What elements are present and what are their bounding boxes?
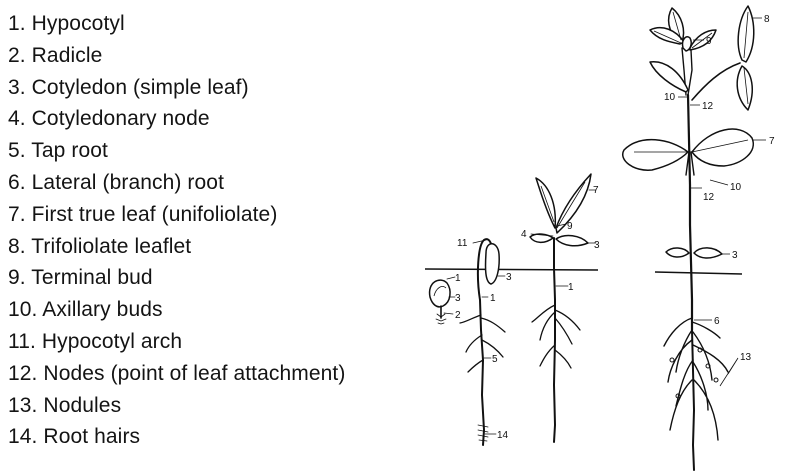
legend-item: 6. Lateral (branch) root <box>8 167 345 199</box>
callout-label: 10 <box>730 182 742 193</box>
callout-label: 12 <box>703 192 715 203</box>
callout-label: 3 <box>455 293 461 304</box>
callout-label: 3 <box>594 240 600 251</box>
legend-item: 10. Axillary buds <box>8 294 345 326</box>
callout-label: 7 <box>593 185 599 196</box>
callout-label: 7 <box>769 136 775 147</box>
young-seedling <box>530 174 596 442</box>
soil-line-right <box>655 272 742 274</box>
legend-item: 4. Cotyledonary node <box>8 103 345 135</box>
callout-label: 9 <box>567 221 573 232</box>
callout-label: 8 <box>764 14 770 25</box>
legend-item: 8. Trifoliolate leaflet <box>8 231 345 263</box>
callout-label: 3 <box>732 250 738 261</box>
legend-item: 13. Nodules <box>8 390 345 422</box>
soil-line-left <box>425 269 598 270</box>
callout-label: 3 <box>506 272 512 283</box>
callout-label: 9 <box>706 36 712 47</box>
callout-label: 1 <box>455 273 461 284</box>
legend-item: 11. Hypocotyl arch <box>8 326 345 358</box>
legend-item: 9. Terminal bud <box>8 262 345 294</box>
callout-label: 1 <box>568 282 574 293</box>
soybean-growth-illustration: 1 3 2 11 3 1 5 14 7 4 9 3 1 <box>418 0 793 472</box>
callout-label: 1 <box>490 293 496 304</box>
legend-item: 7. First true leaf (unifoliolate) <box>8 199 345 231</box>
callout-label: 12 <box>702 101 714 112</box>
callout-label: 6 <box>714 316 720 327</box>
callout-label: 13 <box>740 352 752 363</box>
mature-plant <box>623 6 766 470</box>
legend-item: 14. Root hairs <box>8 421 345 453</box>
callout-label: 11 <box>457 238 468 249</box>
germinating-seed <box>430 277 455 324</box>
legend-item: 12. Nodes (point of leaf attachment) <box>8 358 345 390</box>
callout-label: 4 <box>521 229 527 240</box>
legend-list: 1. Hypocotyl 2. Radicle 3. Cotyledon (si… <box>8 8 345 453</box>
legend-item: 3. Cotyledon (simple leaf) <box>8 72 345 104</box>
callout-label: 2 <box>455 310 461 321</box>
callout-label: 5 <box>492 354 498 365</box>
callout-label: 10 <box>664 92 676 103</box>
callout-label: 14 <box>497 430 509 441</box>
legend-item: 5. Tap root <box>8 135 345 167</box>
legend-item: 2. Radicle <box>8 40 345 72</box>
legend-item: 1. Hypocotyl <box>8 8 345 40</box>
